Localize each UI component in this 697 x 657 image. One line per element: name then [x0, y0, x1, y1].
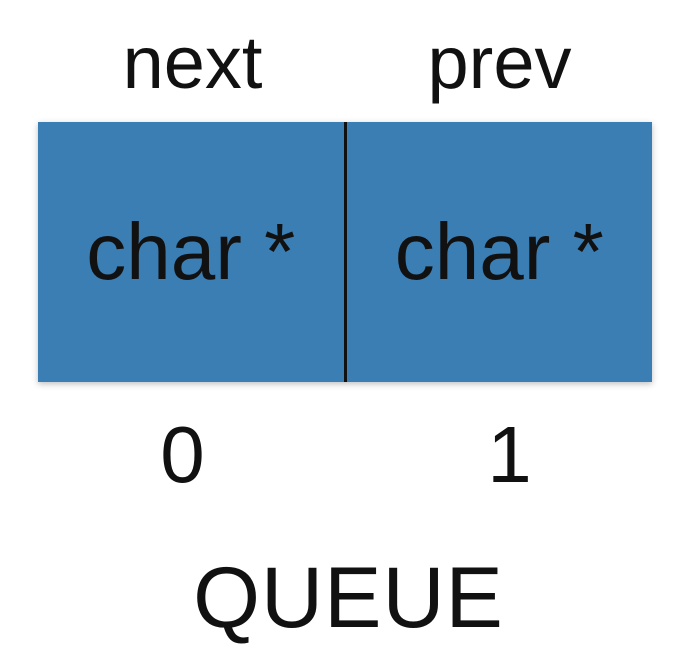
- field-index-0: 0: [160, 410, 205, 499]
- struct-title: QUEUE: [193, 550, 504, 646]
- cell-divider: [343, 122, 347, 382]
- field-name-prev: prev: [427, 21, 572, 104]
- struct-box: char * char *: [38, 122, 652, 382]
- field-type-prev: char *: [394, 207, 604, 296]
- field-name-next: next: [122, 21, 263, 104]
- field-index-1: 1: [487, 410, 532, 499]
- field-cell-prev: char *: [347, 122, 653, 382]
- field-cell-next: char *: [38, 122, 344, 382]
- field-type-next: char *: [86, 207, 296, 296]
